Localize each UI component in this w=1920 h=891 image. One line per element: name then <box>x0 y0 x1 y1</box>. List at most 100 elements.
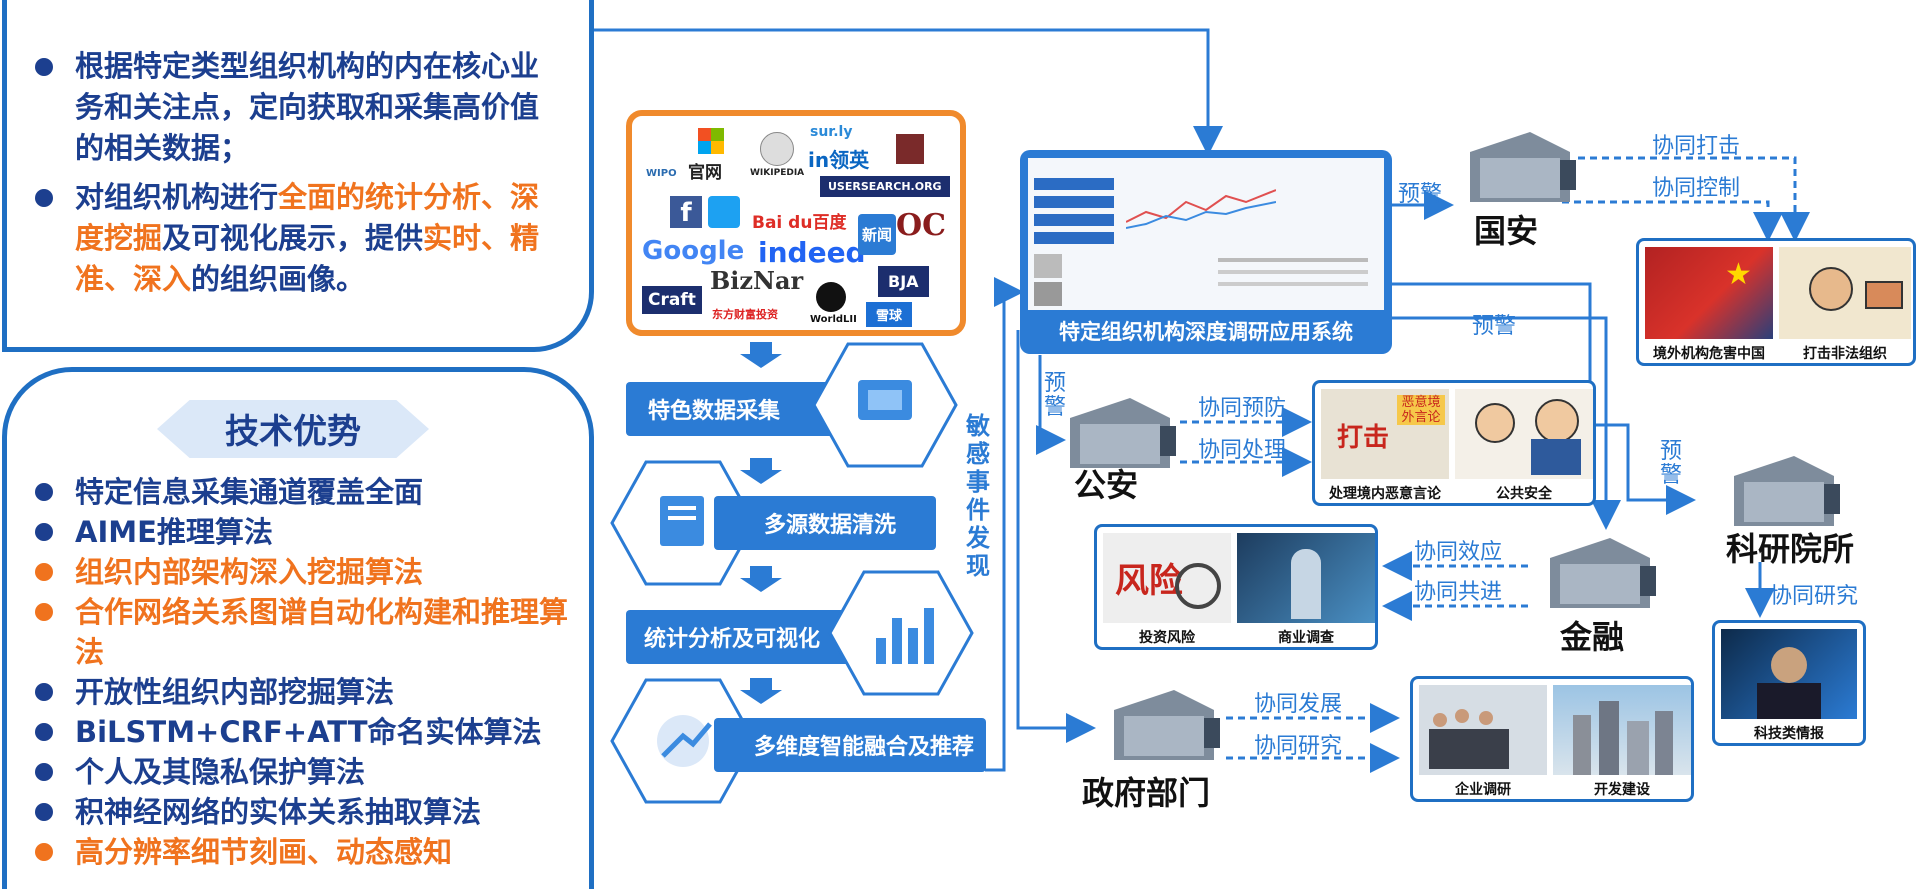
intro-text: 及可视化展示，提供 <box>162 221 424 255</box>
coop-gongan-1: 协同预防 <box>1198 396 1287 421</box>
building-icon-gongan <box>1070 398 1176 468</box>
tech-item: 特定信息采集通道覆盖全面 <box>29 472 574 512</box>
org-zhengfu: 政府部门 <box>1082 774 1211 812</box>
logo-craft: Craft <box>642 286 702 314</box>
intro-text: 根据特定类型组织机构的内在核心业务和关注点，定向获取和采集高价值的相关数据； <box>75 49 540 165</box>
logo-eastmoney: 东方财富投资 <box>712 308 778 321</box>
sensitive-event-label: 敏感事件发现 <box>966 412 990 580</box>
twitter-icon <box>708 196 740 228</box>
intro-list: 根据特定类型组织机构的内在核心业务和关注点，定向获取和采集高价值的相关数据； 对组… <box>29 46 567 300</box>
caption-business-survey: 商业调查 <box>1278 630 1334 646</box>
caption-foreign-threat: 境外机构危害中国 <box>1653 346 1765 362</box>
warn-label-gongan: 预警 <box>1044 371 1067 420</box>
facebook-icon: f <box>670 196 702 228</box>
building-icon-guoan <box>1470 132 1576 202</box>
pipeline-down-arrows <box>740 342 782 704</box>
coop-jinrong-1: 协同效应 <box>1414 540 1503 565</box>
coop-jinrong-2: 协同共进 <box>1414 580 1503 605</box>
logo-news: 新闻 <box>858 214 897 255</box>
gongan-image-box: 打击 恶意境外言论 处理境内恶意言论 公共安全 <box>1312 380 1596 506</box>
zhengfu-image-box: 企业调研 开发建设 <box>1410 676 1694 802</box>
thumb-malicious-speech: 打击 恶意境外言论 <box>1321 389 1449 479</box>
coop-gongan-2: 协同处理 <box>1198 438 1287 463</box>
worldlii-icon <box>816 282 846 312</box>
thumb-strike <box>1779 247 1911 339</box>
pipeline-step-clean: 多源数据清洗 <box>714 496 936 550</box>
logo-indeed: indeed <box>758 236 866 269</box>
tech-item: 个人及其隐私保护算法 <box>29 752 574 792</box>
tech-title-banner <box>157 400 429 458</box>
guoan-coop2-arrow <box>1562 200 1783 242</box>
tech-item: 合作网络关系图谱自动化构建和推理算法 <box>29 592 574 672</box>
logo-oc: OC <box>896 208 947 243</box>
caption-investment-risk: 投资风险 <box>1139 630 1195 646</box>
intro-to-system-arrow <box>592 28 1223 156</box>
logo-bja: BJA <box>878 266 929 297</box>
tech-item: AIME推理算法 <box>29 512 574 552</box>
guoan-image-box: ★ 境外机构危害中国 打击非法组织 <box>1636 238 1916 366</box>
tech-item: 积神经网络的实体关系抽取算法 <box>29 792 574 832</box>
thumb-public-safety <box>1455 389 1593 479</box>
coop-keyan-1: 协同研究 <box>1770 584 1859 609</box>
guoan-coop1-arrow <box>1578 156 1810 242</box>
caption-development: 开发建设 <box>1594 782 1650 798</box>
coop-zhengfu-2: 协同研究 <box>1254 734 1343 759</box>
logo-xueqiu: 雪球 <box>866 302 913 327</box>
tech-item: 开放性组织内部挖掘算法 <box>29 672 574 712</box>
warn-label-guoan: 预警 <box>1398 182 1443 207</box>
coop-guoan-1: 协同打击 <box>1652 134 1741 159</box>
tech-title: 技术优势 <box>225 412 361 452</box>
thumb-tech-intel <box>1721 629 1857 719</box>
intro-highlight: 实时、精准、深入 <box>75 221 540 296</box>
tech-item: 组织内部架构深入挖掘算法 <box>29 552 574 592</box>
system-line-chart <box>1126 189 1276 229</box>
logo-google: Google <box>642 236 745 266</box>
coop-guoan-2: 协同控制 <box>1652 176 1741 201</box>
hex-analysis-icon <box>828 570 974 696</box>
caption-public-safety: 公共安全 <box>1496 486 1552 502</box>
intro-text: 对组织机构进行 <box>75 180 279 214</box>
coop-zhengfu-1: 协同发展 <box>1254 692 1343 717</box>
building-icon-jinrong <box>1550 538 1656 608</box>
logo-biznar: BizNar <box>710 266 804 295</box>
caption-strike: 打击非法组织 <box>1803 346 1887 362</box>
warn-keyan-arrow <box>1392 282 1696 515</box>
system-title: 特定组织机构深度调研应用系统 <box>1059 320 1353 344</box>
building-icon-zhengfu <box>1114 690 1220 760</box>
thumb-development <box>1553 685 1691 775</box>
tech-item: 高分辨率细节刻画、动态感知 <box>29 832 574 872</box>
logo-wikipedia: WIKIPEDIA <box>750 168 805 178</box>
intro-item: 根据特定类型组织机构的内在核心业务和关注点，定向获取和采集高价值的相关数据； <box>29 46 567 169</box>
building-icon-keyan <box>1734 456 1840 526</box>
caption-malicious-speech: 处理境内恶意言论 <box>1329 486 1441 502</box>
thumb-enterprise-survey <box>1419 685 1547 775</box>
logo-surly: sur.ly <box>810 124 853 140</box>
hex-clean-icon <box>610 460 756 586</box>
thumb-foreign-threat: ★ <box>1645 247 1773 339</box>
warn-zhengfu-arrow <box>1016 330 1096 743</box>
org-jinrong: 金融 <box>1560 618 1625 656</box>
caption-enterprise-survey: 企业调研 <box>1455 782 1511 798</box>
intro-highlight: 全面的统计分析、深度挖掘 <box>75 180 540 255</box>
caption-tech-intel: 科技类情报 <box>1754 726 1824 742</box>
thumb-business-survey <box>1237 533 1375 623</box>
wikipedia-icon <box>760 132 794 166</box>
thumb-strike-text: 打击 <box>1337 423 1390 453</box>
thumb-risk-text: 风险 <box>1115 561 1183 601</box>
warn-gongan-arrow <box>1036 355 1066 455</box>
logo-worldlii: WorldLII <box>810 314 857 325</box>
logo-wipo: WIPO <box>646 168 677 179</box>
data-source-box: WIPO 官网 WIKIPEDIA sur.ly in领英 USERSEARCH… <box>626 110 966 336</box>
logo-linkedin: in领英 <box>808 148 870 172</box>
sensitive-event-line <box>985 277 1024 772</box>
logo-guanwang: 官网 <box>688 163 722 183</box>
intro-item: 对组织机构进行全面的统计分析、深度挖掘及可视化展示，提供实时、精准、深入的组织画… <box>29 177 567 300</box>
tech-item: BiLSTM+CRF+ATT命名实体算法 <box>29 712 574 752</box>
warn-label-keyan: 预警 <box>1660 439 1683 488</box>
intro-box: 根据特定类型组织机构的内在核心业务和关注点，定向获取和采集高价值的相关数据； 对组… <box>2 0 594 352</box>
org-keyan: 科研院所 <box>1726 530 1855 568</box>
thumb-cartoon-text: 恶意境外言论 <box>1397 395 1445 425</box>
